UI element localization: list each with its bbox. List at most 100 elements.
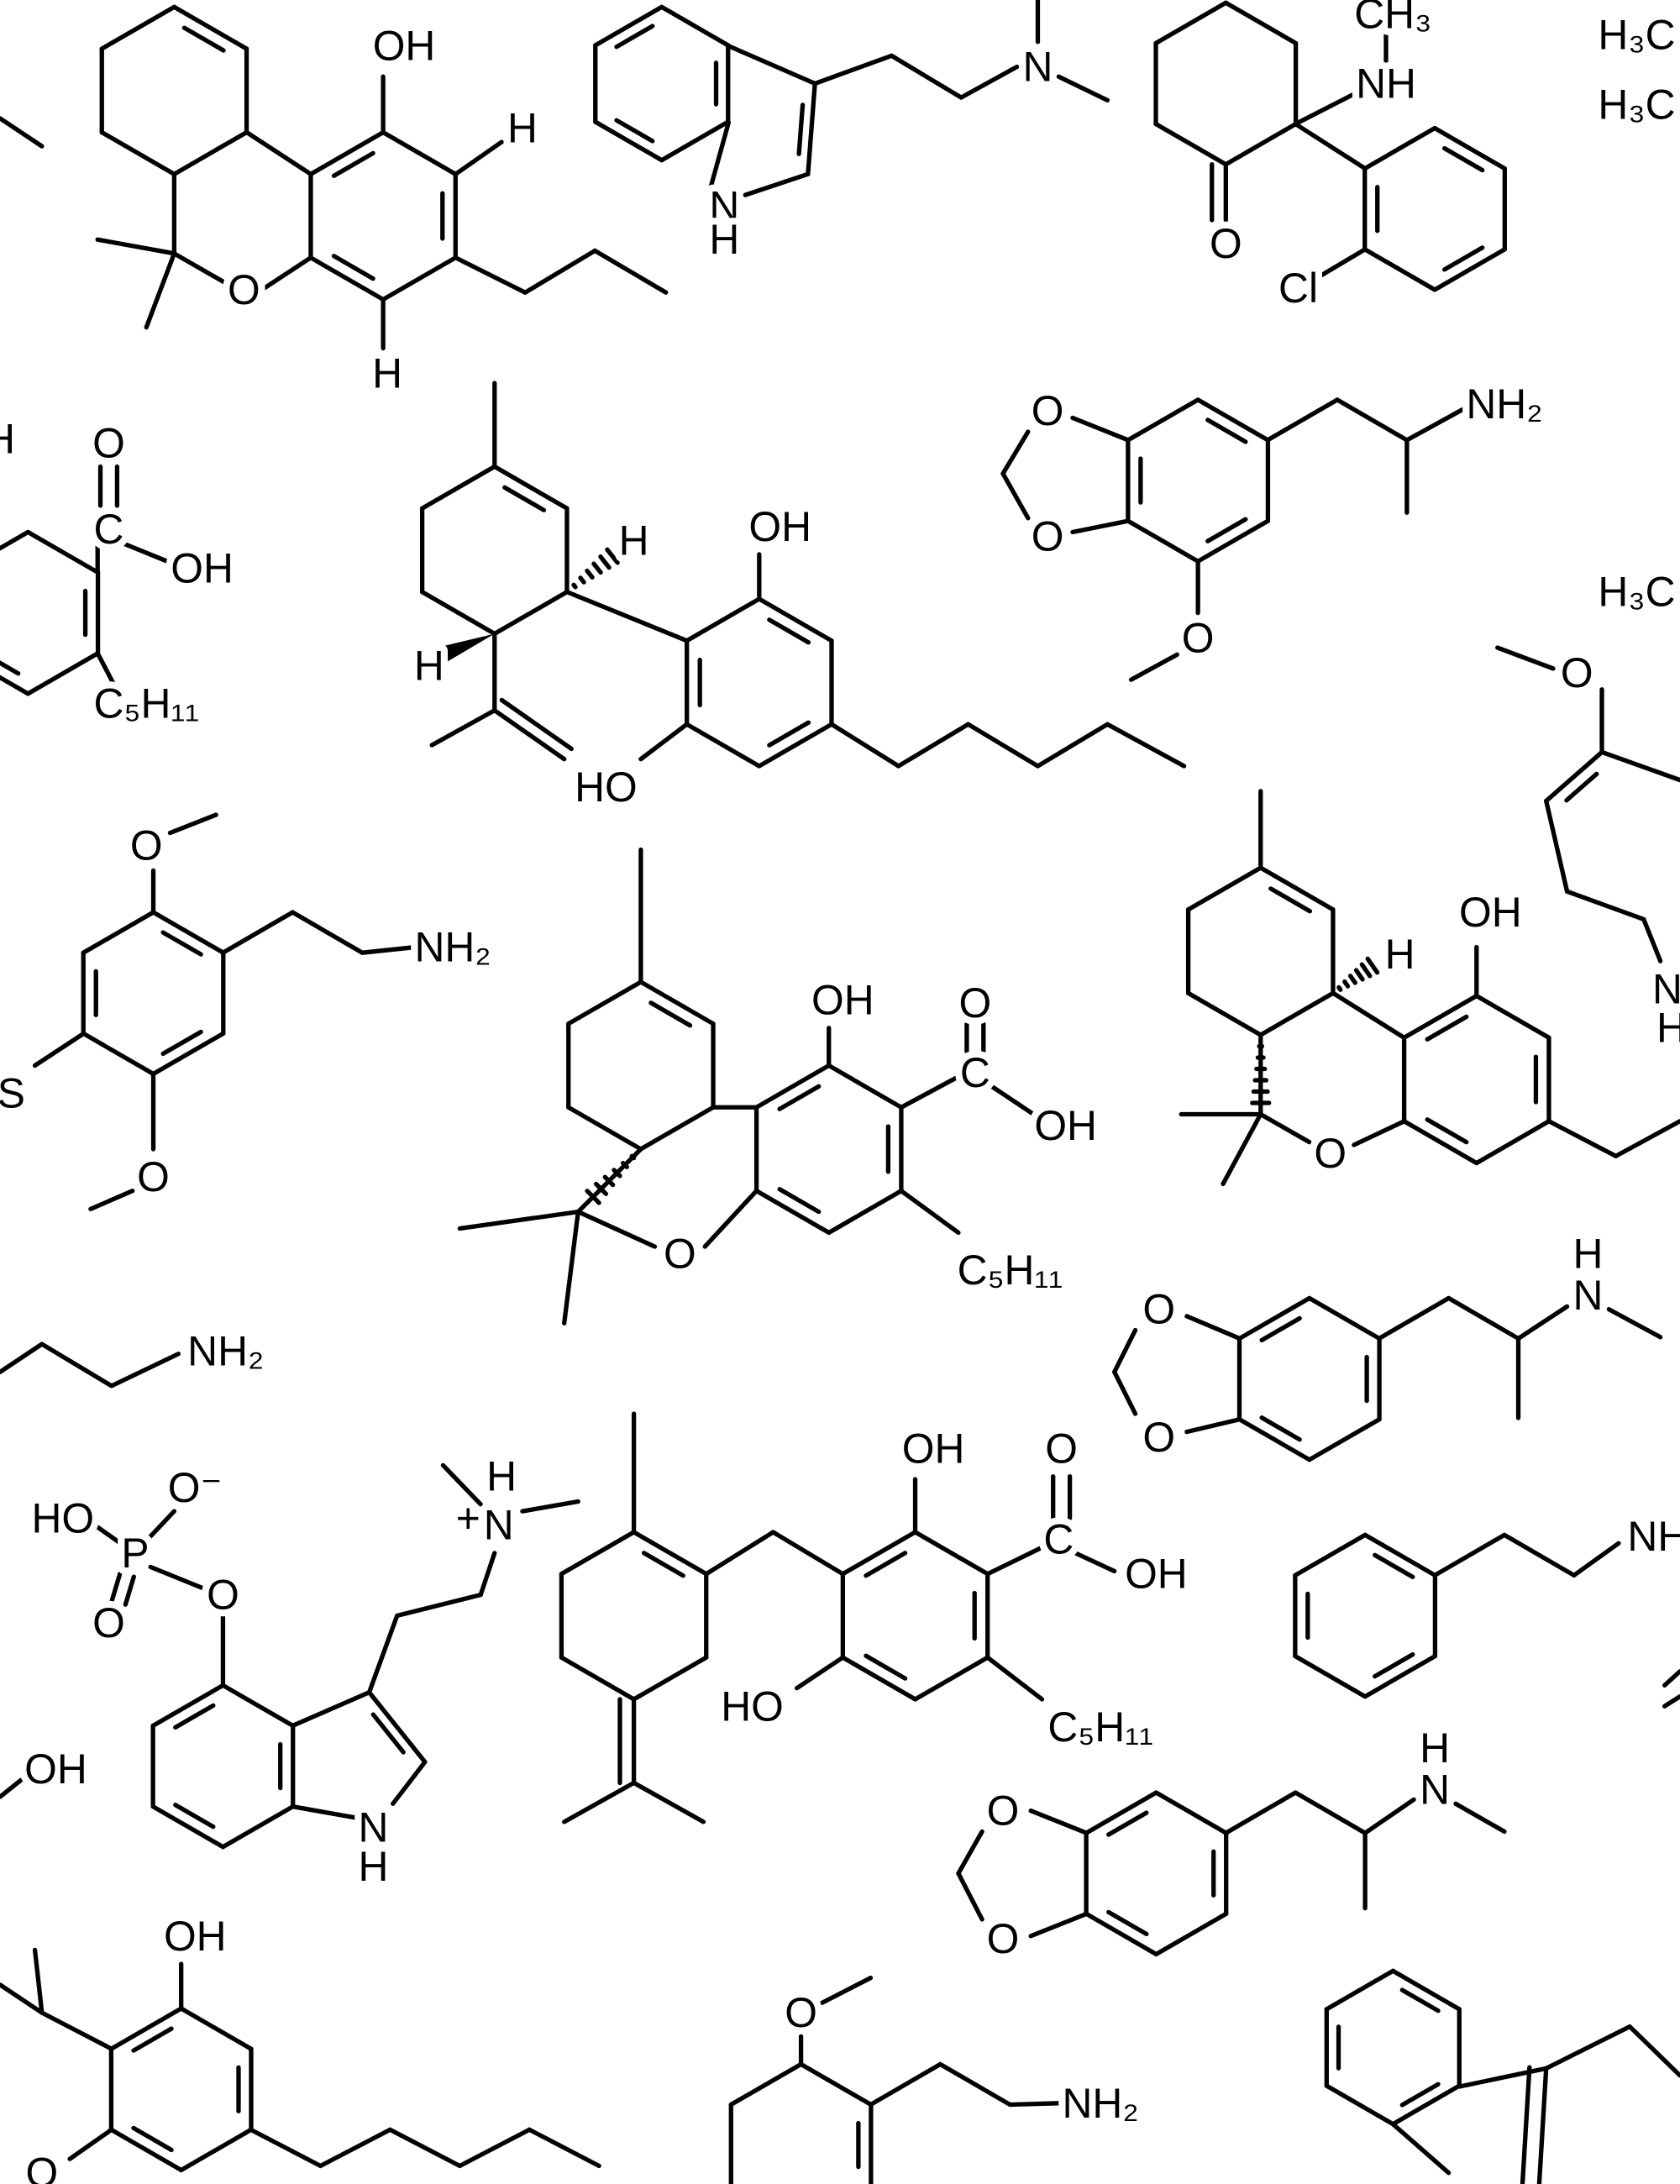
- bond: [1106, 1909, 1149, 1937]
- bond: [81, 910, 156, 955]
- bond: [1259, 1315, 1302, 1343]
- bond: [559, 1530, 637, 1577]
- bond: [1000, 429, 1031, 476]
- bond: [1028, 1808, 1089, 1835]
- atom-label: O: [785, 1989, 817, 2036]
- bond: [150, 1803, 226, 1850]
- bond: [1106, 1810, 1149, 1837]
- bond: [990, 1084, 1037, 1117]
- atom-label: OH: [811, 977, 874, 1024]
- bond: [1359, 962, 1373, 979]
- atom-label: H₃C: [1598, 11, 1675, 58]
- atom-label: O: [1032, 387, 1064, 434]
- atom-label: OH: [1034, 1102, 1097, 1149]
- bond: [593, 1181, 609, 1196]
- bond: [1641, 916, 1663, 963]
- atom-label: H: [507, 105, 538, 152]
- bond: [395, 1592, 483, 1619]
- bond: [1028, 1911, 1089, 1939]
- bond: [419, 590, 497, 637]
- bond: [767, 617, 811, 645]
- bond: [956, 1871, 984, 1922]
- bond: [1432, 1532, 1507, 1578]
- bond: [108, 2127, 184, 2173]
- bond: [1056, 74, 1110, 103]
- bond: [1546, 1119, 1619, 1158]
- bond: [131, 2125, 174, 2153]
- bond: [965, 722, 1041, 769]
- bond: [419, 464, 497, 511]
- bond: [819, 1975, 874, 2006]
- bond: [360, 944, 417, 955]
- bond: [1236, 1417, 1312, 1462]
- bond: [478, 1551, 497, 1598]
- atom-label: O: [1561, 649, 1593, 696]
- bond: [88, 1189, 135, 1211]
- bond: [638, 979, 716, 1026]
- bond: [123, 1574, 136, 1607]
- bond: [370, 1712, 406, 1755]
- bond: [171, 251, 233, 288]
- bond: [1536, 2066, 1549, 2184]
- bond: [173, 1803, 216, 1830]
- bond: [1613, 1119, 1680, 1158]
- bond: [1401, 993, 1479, 1040]
- bond: [109, 1572, 123, 1604]
- bond: [1399, 2082, 1441, 2108]
- atom-label: O: [130, 822, 163, 869]
- bond: [1293, 121, 1368, 171]
- bond: [685, 596, 762, 643]
- bond: [827, 1063, 904, 1110]
- atom-label: O: [1045, 1425, 1078, 1472]
- bond: [566, 1105, 643, 1152]
- bond: [638, 722, 690, 762]
- atom-label: O: [664, 1230, 696, 1277]
- bond: [1352, 1119, 1407, 1147]
- atom-label: CH₃: [1354, 0, 1431, 38]
- bond: [1432, 125, 1507, 171]
- bond: [150, 1683, 226, 1729]
- bond: [120, 541, 170, 564]
- atom-label: O: [987, 1915, 1020, 1962]
- bond: [899, 1074, 961, 1110]
- bond: [575, 1209, 658, 1249]
- atom-label: O: [207, 1572, 239, 1619]
- bond: [308, 255, 386, 302]
- bond: [566, 979, 643, 1026]
- bond: [95, 651, 117, 688]
- atom-label: O: [92, 419, 125, 466]
- atom-label: H: [1420, 1725, 1450, 1772]
- atom-label: H₃C: [1598, 569, 1675, 616]
- atom-label: OH: [373, 23, 436, 70]
- bond: [1153, 0, 1228, 46]
- bond: [612, 1168, 622, 1179]
- bond: [0, 675, 30, 696]
- bond: [757, 722, 834, 769]
- bond: [1373, 1651, 1415, 1679]
- bond: [1035, 722, 1110, 769]
- atom-label: O: [1314, 1130, 1347, 1177]
- bond: [171, 4, 249, 51]
- bond: [1205, 517, 1248, 543]
- bond: [522, 248, 597, 295]
- bond: [1195, 397, 1271, 443]
- bond: [585, 568, 595, 580]
- bond: [0, 116, 45, 149]
- bond: [1258, 1111, 1312, 1145]
- bond: [308, 129, 386, 176]
- bond: [1390, 2083, 1462, 2127]
- atom-label: OH: [1459, 889, 1522, 936]
- bond: [1221, 1111, 1263, 1187]
- bond: [440, 1462, 483, 1507]
- bond: [331, 254, 375, 281]
- atom-label: C: [960, 1049, 990, 1096]
- wedge-bond: [439, 633, 495, 663]
- bond: [160, 930, 203, 957]
- bond: [1606, 1307, 1663, 1340]
- bond: [937, 2061, 1012, 2108]
- bond: [499, 697, 574, 752]
- bond: [527, 2127, 601, 2169]
- atom-label: O: [26, 2150, 59, 2184]
- bond: [1307, 1417, 1382, 1462]
